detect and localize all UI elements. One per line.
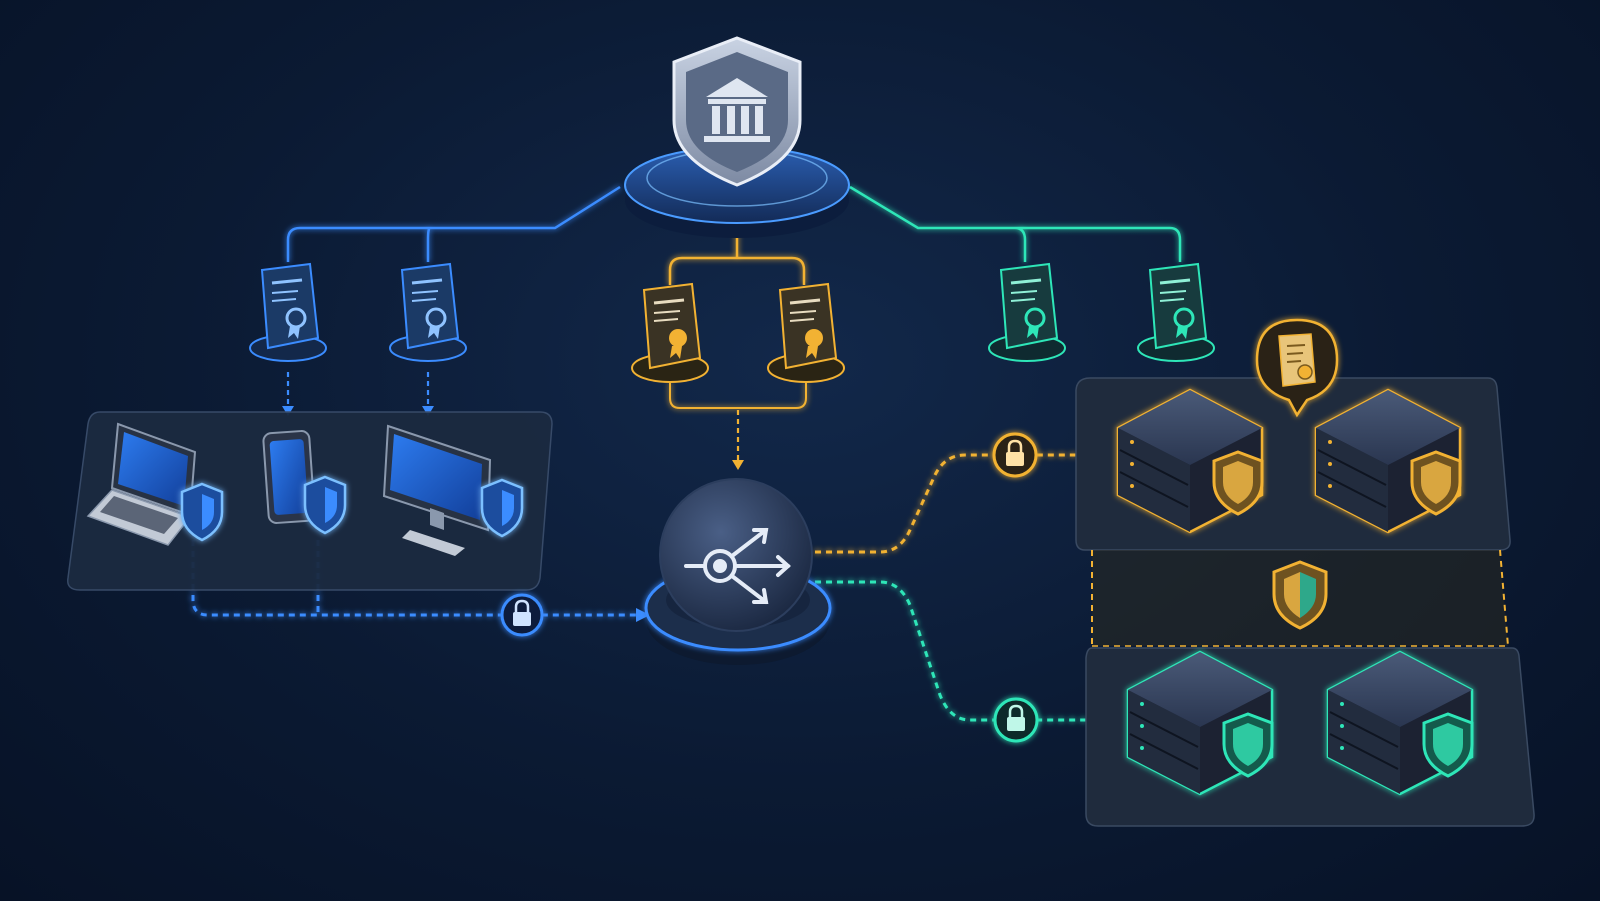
shield-icon xyxy=(1272,560,1328,630)
link-lb-teal-servers xyxy=(815,580,1108,722)
load-balancer xyxy=(644,478,832,665)
certificate-callout xyxy=(1255,318,1339,418)
link-ca-backend-certs xyxy=(849,185,1182,262)
link-gateway-certs-bracket xyxy=(669,382,807,409)
gateway-certificate-1 xyxy=(631,282,709,383)
shield-icon xyxy=(480,478,524,538)
teal-server-2 xyxy=(1326,650,1474,796)
certificate-icon xyxy=(400,262,460,350)
smartphone-icon xyxy=(262,430,316,524)
laptop xyxy=(86,422,224,546)
client-certificate-1 xyxy=(249,262,327,362)
laptop-icon xyxy=(86,422,197,546)
shield-bank-icon xyxy=(672,36,802,187)
lock-icon xyxy=(1006,439,1024,466)
cert-arrows xyxy=(286,372,740,464)
shield-icon xyxy=(1212,450,1264,516)
certificate-icon xyxy=(260,262,320,350)
lock-icon xyxy=(513,599,531,626)
lock-badge-client xyxy=(500,593,544,637)
shield-icon xyxy=(180,482,224,542)
link-lb-gold-servers xyxy=(815,453,1100,554)
shared-trust-zone xyxy=(1091,549,1509,647)
arrow-heads-top xyxy=(282,406,744,470)
lock-badge-gold xyxy=(992,432,1038,478)
backend-certificate-2 xyxy=(1137,262,1215,362)
desktop-monitor xyxy=(382,424,524,556)
arrow-clients-lb xyxy=(636,608,650,622)
lock-badge-teal xyxy=(993,697,1039,743)
ca-links xyxy=(286,185,1182,409)
certificate-icon xyxy=(1278,333,1316,387)
shield-icon xyxy=(303,475,347,535)
gateway-certificate-2 xyxy=(767,282,845,383)
certificate-icon xyxy=(1148,262,1208,350)
monitor-icon xyxy=(382,424,492,556)
certificate-icon xyxy=(999,262,1059,350)
client-certificate-2 xyxy=(389,262,467,362)
link-ca-client-certs xyxy=(286,185,621,262)
shield-icon xyxy=(1222,712,1274,778)
certificate-icon xyxy=(778,282,838,370)
gold-server-1 xyxy=(1116,388,1264,534)
shield-icon xyxy=(1422,712,1474,778)
smartphone xyxy=(262,430,347,535)
teal-server-1 xyxy=(1126,650,1274,796)
certificate-icon xyxy=(642,282,702,370)
backend-certificate-1 xyxy=(988,262,1066,362)
gold-server-2 xyxy=(1314,388,1462,534)
certificate-authority xyxy=(624,36,850,238)
distribution-arrows-icon xyxy=(684,528,791,604)
lock-icon xyxy=(1007,704,1025,731)
shield-icon xyxy=(1410,450,1462,516)
